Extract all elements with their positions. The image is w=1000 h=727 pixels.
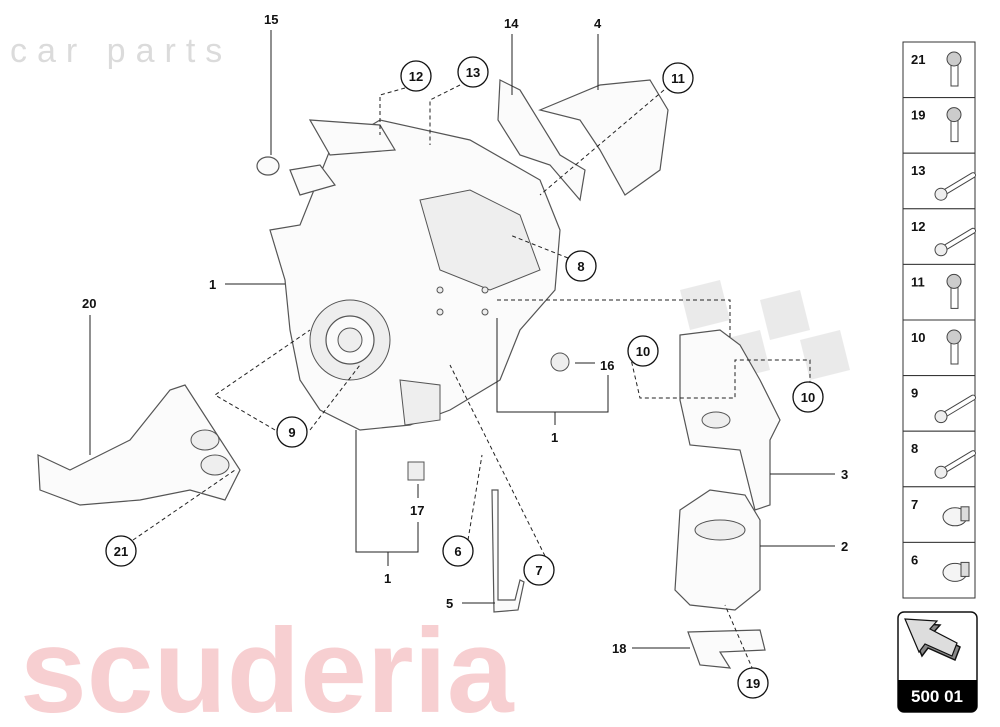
- svg-text:12: 12: [409, 69, 423, 84]
- hex-flange-bolt-icon: [934, 227, 976, 257]
- hardware-legend-panel: 21 19 13 12 11 10 9 8 7 6: [902, 41, 976, 599]
- svg-text:21: 21: [114, 544, 128, 559]
- svg-text:7: 7: [535, 563, 542, 578]
- long-hex-bolt-icon: [934, 450, 976, 479]
- legend-item-label: 6: [911, 552, 918, 567]
- hose-5[interactable]: [491, 489, 525, 613]
- legend-item-7[interactable]: 7: [902, 486, 976, 543]
- legend-item-label: 19: [911, 108, 925, 123]
- watermark-sub: car parts: [10, 32, 232, 70]
- legend-item-10[interactable]: 10: [902, 319, 976, 377]
- circle-callout-13: 13: [457, 56, 489, 88]
- clamp-icon: [942, 506, 970, 527]
- legend-item-label: 12: [911, 219, 925, 234]
- socket-bolt-washer-icon: [946, 273, 962, 309]
- flange-bolt-washer-icon: [946, 51, 962, 87]
- circle-callout-12: 12: [400, 60, 432, 92]
- hex-flange-bolt-icon: [934, 172, 976, 201]
- svg-text:11: 11: [671, 71, 685, 86]
- svg-text:9: 9: [288, 425, 295, 440]
- callout-1: 1: [551, 430, 558, 445]
- callout-labels: 15 14 4 1 20 16 1 3 2 17 1 5 18: [82, 12, 848, 656]
- legend-item-9[interactable]: 9: [902, 375, 976, 432]
- callout-20: 20: [82, 296, 96, 311]
- plate-18[interactable]: [687, 629, 766, 669]
- flange-nut-icon: [946, 107, 962, 143]
- svg-text:10: 10: [636, 344, 650, 359]
- socket-cap-screw-icon: [946, 329, 962, 365]
- bracket-14[interactable]: [497, 79, 586, 202]
- callout-3: 3: [841, 467, 848, 482]
- svg-text:13: 13: [466, 65, 480, 80]
- circle-callout-6: 6: [442, 535, 474, 567]
- legend-item-label: 10: [911, 330, 925, 345]
- plug-17[interactable]: [407, 461, 425, 481]
- callout-1: 1: [209, 277, 216, 292]
- watermark-brand: scuderia: [20, 604, 515, 727]
- svg-text:8: 8: [577, 259, 584, 274]
- callout-16: 16: [600, 358, 614, 373]
- page-nav-badge[interactable]: 500 01: [897, 611, 978, 713]
- plug-15[interactable]: [256, 156, 280, 176]
- legend-item-label: 13: [911, 163, 925, 178]
- legend-item-12[interactable]: 12: [902, 208, 976, 265]
- circle-callout-8: 8: [565, 250, 597, 282]
- engine-mount-2[interactable]: [674, 489, 761, 611]
- legend-item-label: 11: [911, 274, 925, 289]
- legend-item-label: 7: [911, 497, 918, 512]
- svg-text:6: 6: [454, 544, 461, 559]
- svg-text:19: 19: [746, 676, 760, 691]
- heat-shield-4[interactable]: [538, 79, 669, 196]
- legend-item-label: 8: [911, 441, 918, 456]
- callout-1: 1: [384, 571, 391, 586]
- legend-item-6[interactable]: 6: [902, 541, 976, 599]
- legend-item-8[interactable]: 8: [902, 430, 976, 488]
- svg-text:10: 10: [801, 390, 815, 405]
- leader-lines: [89, 30, 835, 671]
- legend-item-21[interactable]: 21: [902, 41, 976, 99]
- circle-callout-10: 10: [627, 335, 659, 367]
- circle-callout-21: 21: [105, 535, 137, 567]
- callout-17: 17: [410, 503, 424, 518]
- gearbox-housing[interactable]: [269, 119, 561, 431]
- callout-4: 4: [594, 16, 602, 31]
- clip-icon: [942, 561, 970, 582]
- legend-item-19[interactable]: 19: [902, 97, 976, 154]
- exhaust-pipe-20[interactable]: [37, 384, 241, 506]
- callout-14: 14: [504, 16, 519, 31]
- circle-callout-19: 19: [737, 667, 769, 699]
- circle-callout-7: 7: [523, 554, 555, 586]
- mount-bracket-3[interactable]: [679, 329, 781, 511]
- legend-item-label: 21: [911, 52, 925, 67]
- circle-callout-11: 11: [662, 62, 694, 94]
- legend-item-label: 9: [911, 386, 918, 401]
- callout-15: 15: [264, 12, 278, 27]
- circle-callout-10: 10: [792, 381, 824, 413]
- watermark-logo: scuderia car parts: [10, 32, 515, 727]
- legend-item-13[interactable]: 13: [902, 152, 976, 210]
- circle-callout-9: 9: [276, 416, 308, 448]
- callout-18: 18: [612, 641, 626, 656]
- callout-2: 2: [841, 539, 848, 554]
- legend-item-11[interactable]: 11: [902, 263, 976, 321]
- circled-callouts: 12 13 11 8 10 10 9 21 6 7 19: [105, 56, 824, 699]
- long-socket-bolt-icon: [934, 394, 976, 424]
- nut-16[interactable]: [550, 352, 570, 372]
- callout-5: 5: [446, 596, 453, 611]
- page-code: 500 01: [911, 687, 963, 706]
